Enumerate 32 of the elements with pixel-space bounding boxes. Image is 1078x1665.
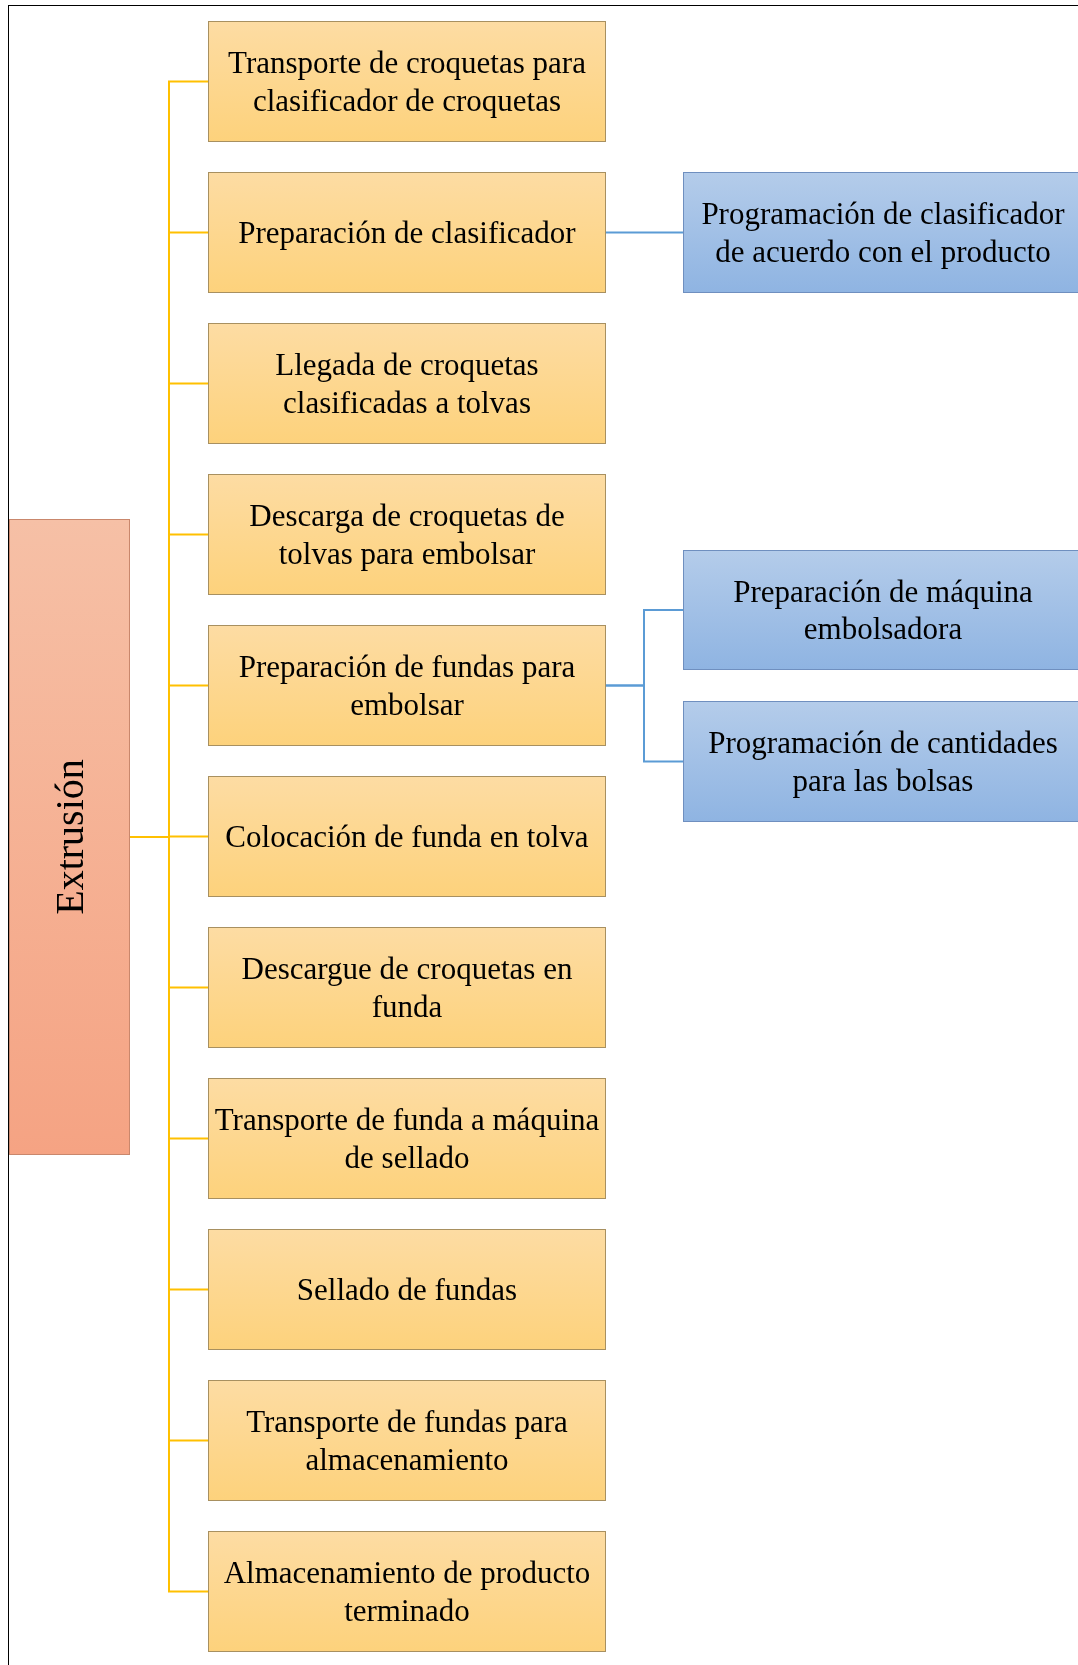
process-label: Llegada de croquetas clasificadas a tolvas bbox=[274, 346, 540, 421]
process-label: Transporte de funda a máquina de sellado bbox=[213, 1101, 601, 1176]
process-label: Transporte de croquetas para clasificador de croquetas bbox=[227, 44, 587, 119]
process-box bbox=[208, 21, 606, 142]
process-box bbox=[208, 1229, 606, 1350]
process-label: Descarga de croquetas de tolvas para embolsar bbox=[248, 497, 566, 572]
process-box bbox=[208, 1380, 606, 1501]
process-label: Preparación de máquina embolsadora bbox=[732, 572, 1034, 648]
process-label: Sellado de fundas bbox=[296, 1270, 518, 1309]
process-box bbox=[208, 625, 606, 746]
process-label: Descargue de croquetas en funda bbox=[240, 950, 574, 1025]
process-box bbox=[208, 474, 606, 595]
process-box bbox=[208, 1078, 606, 1199]
process-label: Programación de clasificador de acuerdo con el producto bbox=[700, 195, 1066, 270]
process-box bbox=[208, 172, 606, 293]
process-box bbox=[208, 776, 606, 897]
process-box bbox=[683, 172, 1078, 293]
process-box bbox=[208, 323, 606, 444]
connector-line bbox=[605, 684, 684, 763]
process-label: Programación de cantidades para las bolsas bbox=[707, 724, 1059, 799]
process-label: Preparación de clasificador bbox=[238, 213, 576, 252]
process-label: Almacenamiento de producto terminado bbox=[222, 1554, 592, 1629]
process-box bbox=[208, 927, 606, 1048]
process-box bbox=[683, 701, 1078, 822]
process-label: Colocación de funda en tolva bbox=[225, 817, 589, 856]
connector-line bbox=[605, 231, 684, 234]
stage-label: Extrusión bbox=[45, 759, 93, 915]
process-box bbox=[208, 1531, 606, 1652]
process-box bbox=[683, 550, 1078, 670]
stage-box bbox=[9, 519, 130, 1155]
process-label: Transporte de fundas para almacenamiento bbox=[245, 1403, 569, 1478]
process-label: Preparación de fundas para embolsar bbox=[237, 648, 577, 723]
